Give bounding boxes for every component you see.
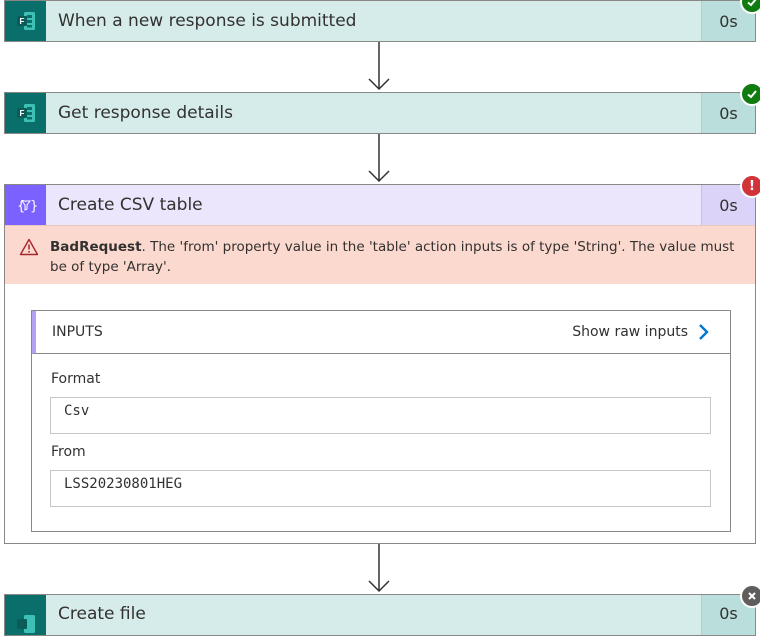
from-field: LSS20230801HEG: [50, 470, 711, 507]
exclamation-icon: !: [740, 174, 760, 198]
step-create-file[interactable]: Create file 0s: [4, 594, 756, 636]
step-trigger[interactable]: F When a new response is submitted 0s: [4, 0, 756, 42]
svg-text:}: }: [30, 199, 37, 214]
show-raw-inputs-label: Show raw inputs: [572, 324, 688, 340]
inputs-heading: INPUTS: [52, 324, 103, 340]
arrow-down-icon: [368, 42, 390, 91]
step-get-response-details[interactable]: F Get response details 0s: [4, 92, 756, 134]
format-field: Csv: [50, 397, 711, 434]
forms-icon: F: [5, 1, 46, 41]
step-title: Create file: [46, 595, 701, 635]
chevron-right-icon: [699, 324, 709, 340]
show-raw-inputs-link[interactable]: Show raw inputs: [572, 323, 710, 341]
error-detail: . The 'from' property value in the 'tabl…: [50, 239, 735, 275]
arrow-down-icon: [368, 544, 390, 593]
forms-icon: [5, 595, 46, 635]
svg-text:F: F: [19, 109, 24, 118]
error-code: BadRequest: [50, 239, 142, 255]
step-title: When a new response is submitted: [46, 1, 701, 41]
data-operation-icon: { }: [5, 185, 46, 225]
forms-icon: F: [5, 93, 46, 133]
inputs-panel: INPUTS Show raw inputs Format Csv From L…: [31, 310, 731, 532]
step-title: Create CSV table: [46, 185, 701, 225]
format-label: Format: [51, 371, 101, 387]
step-create-csv-table: { } Create CSV table 0s BadRequest. The …: [4, 184, 756, 544]
from-label: From: [51, 444, 86, 460]
close-icon: [740, 584, 760, 608]
step-title: Get response details: [46, 93, 701, 133]
svg-text:F: F: [19, 17, 24, 26]
arrow-down-icon: [368, 134, 390, 183]
error-message: BadRequest. The 'from' property value in…: [5, 225, 755, 284]
inputs-header: INPUTS Show raw inputs: [32, 311, 730, 354]
checkmark-icon: [740, 0, 760, 14]
checkmark-icon: [740, 82, 760, 106]
warning-icon: [19, 237, 41, 284]
svg-text:{: {: [17, 199, 25, 214]
error-text: BadRequest. The 'from' property value in…: [50, 237, 735, 284]
step-header[interactable]: { } Create CSV table 0s: [5, 185, 755, 225]
